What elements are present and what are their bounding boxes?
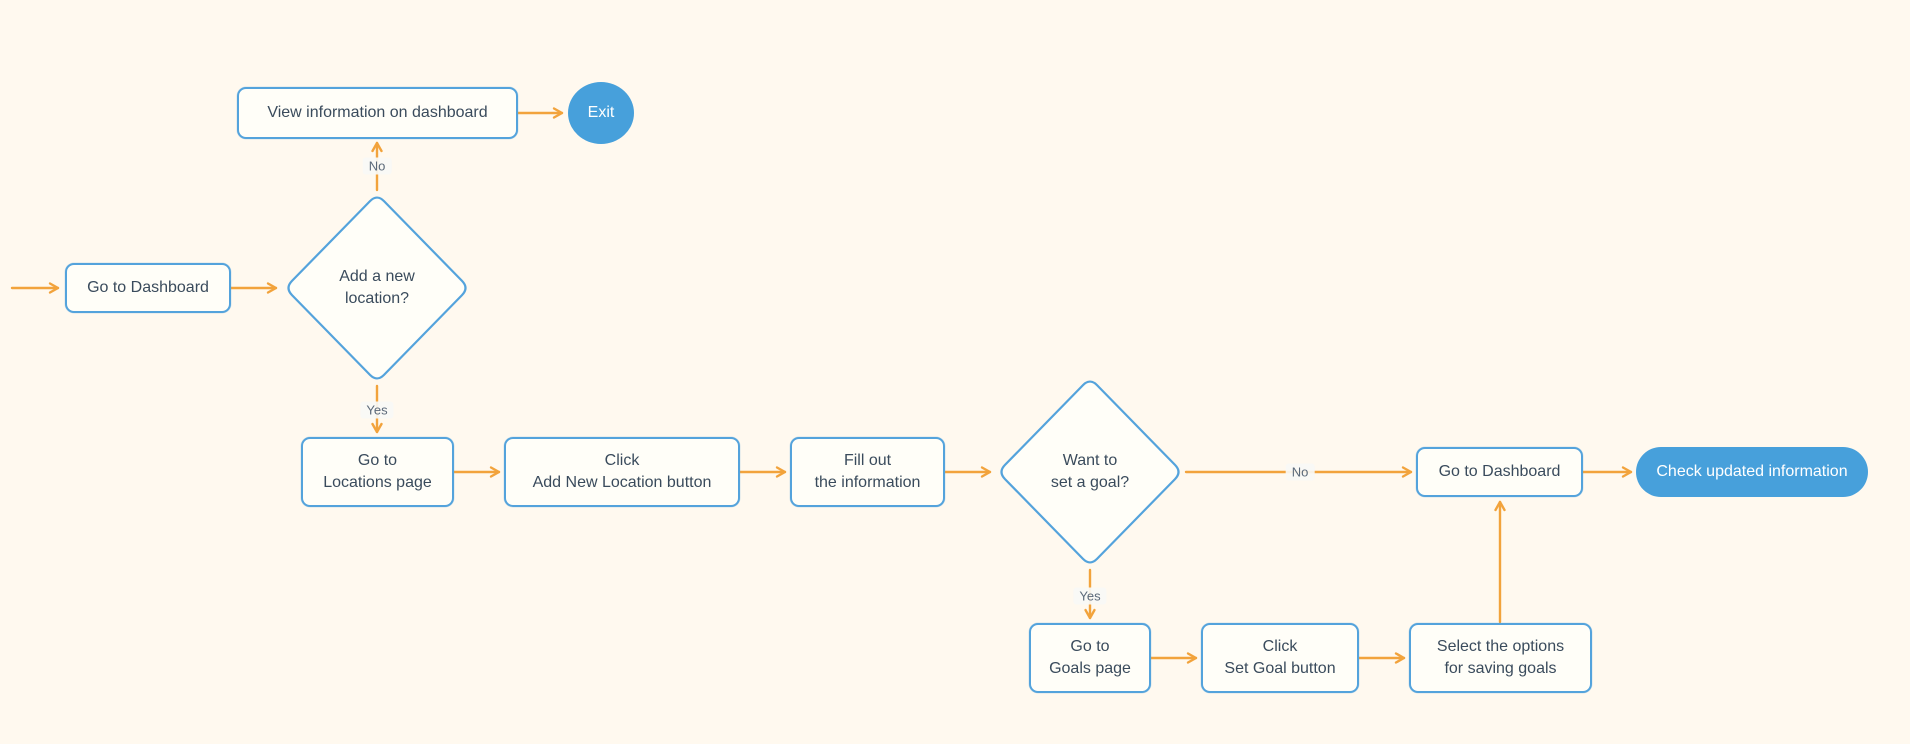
node-select-options-saving-goals[interactable]: Select the options for saving goals	[1409, 623, 1592, 693]
node-go-to-locations-page[interactable]: Go to Locations page	[301, 437, 454, 507]
node-decision-add-new-location[interactable]: Add a new location?	[282, 191, 472, 385]
node-go-to-dashboard-2[interactable]: Go to Dashboard	[1416, 447, 1583, 497]
decision-label: Add a new location?	[339, 268, 415, 307]
edge-label-no-2: No	[1285, 463, 1315, 481]
node-go-to-dashboard-1[interactable]: Go to Dashboard	[65, 263, 231, 313]
edge-label-yes-2: Yes	[1073, 587, 1107, 605]
node-exit[interactable]: Exit	[568, 82, 634, 144]
node-go-to-goals-page[interactable]: Go to Goals page	[1029, 623, 1151, 693]
node-decision-set-goal[interactable]: Want to set a goal?	[995, 375, 1185, 569]
node-click-add-new-location[interactable]: Click Add New Location button	[504, 437, 740, 507]
node-check-updated-information[interactable]: Check updated information	[1636, 447, 1868, 497]
node-view-information-dashboard[interactable]: View information on dashboard	[237, 87, 518, 139]
decision-label: Want to set a goal?	[1050, 452, 1130, 491]
node-click-set-goal[interactable]: Click Set Goal button	[1201, 623, 1359, 693]
edge-label-yes-1: Yes	[360, 401, 394, 419]
diamond-shape	[287, 196, 467, 380]
node-fill-out-information[interactable]: Fill out the information	[790, 437, 945, 507]
edge-label-no-1: No	[362, 157, 392, 175]
diamond-shape	[1000, 380, 1180, 564]
